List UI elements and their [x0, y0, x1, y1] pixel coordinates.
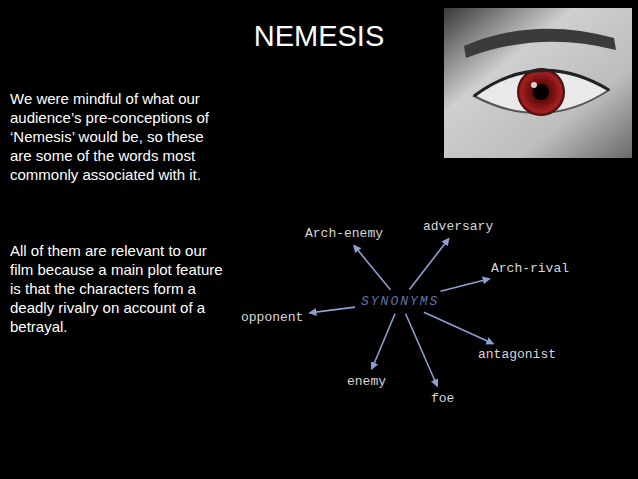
- arrow-connector: [409, 238, 449, 289]
- eye-photo: [444, 8, 632, 158]
- node-text: Arch-enemy: [305, 226, 383, 241]
- arrow-connector: [354, 245, 391, 289]
- arrow-connector: [424, 312, 493, 344]
- synonym-word: Arch-rival: [488, 259, 572, 278]
- node-text: Arch-rival: [491, 261, 569, 276]
- node-text: SYNONYMS: [361, 294, 439, 309]
- node-text: adversary: [423, 219, 493, 234]
- synonym-word: antagonist: [475, 345, 559, 364]
- eyelid: [474, 70, 609, 96]
- synonym-word: enemy: [344, 372, 389, 391]
- synonym-word: Arch-enemy: [302, 224, 386, 243]
- note-paragraph: We were mindful of what our audience’s p…: [10, 89, 225, 184]
- arrow-connector: [441, 279, 490, 292]
- synonym-word: opponent: [238, 308, 306, 327]
- arrow-connector: [309, 307, 355, 313]
- node-text: antagonist: [478, 347, 556, 362]
- node-text: opponent: [241, 310, 303, 325]
- skin: [444, 8, 632, 158]
- node-text: foe: [431, 391, 454, 406]
- eyebrow: [464, 29, 616, 58]
- highlight: [531, 82, 537, 88]
- synonym-word: foe: [428, 389, 457, 408]
- arrow-connector: [406, 314, 438, 387]
- node-text: enemy: [347, 374, 386, 389]
- iris: [517, 68, 565, 116]
- note-paragraph: All of them are relevant to our film bec…: [10, 241, 225, 336]
- hub-word: SYNONYMS: [358, 292, 442, 311]
- synonym-word: adversary: [420, 217, 496, 236]
- arrow-connector: [372, 314, 395, 369]
- slide-title: NEMESIS: [0, 20, 638, 53]
